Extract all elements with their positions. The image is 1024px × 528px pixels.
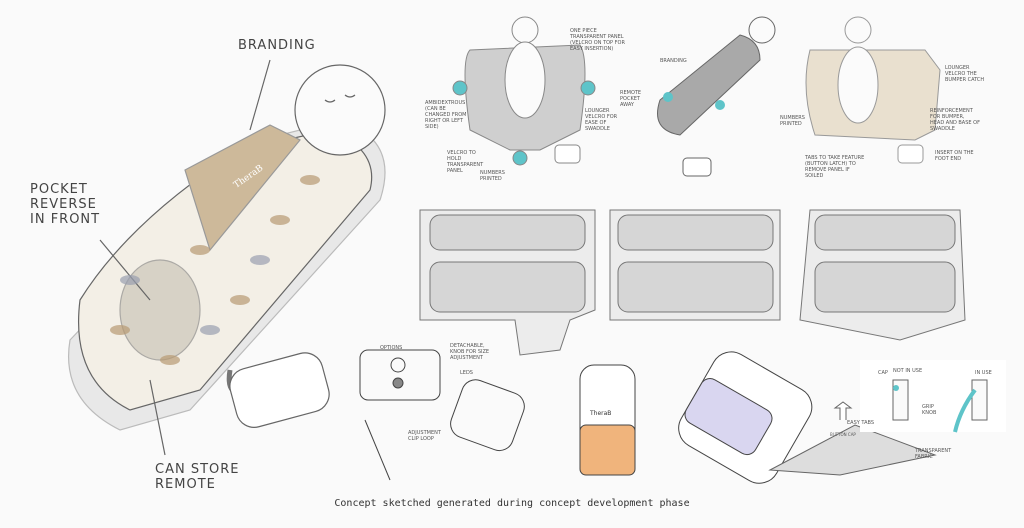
annotation: LEDS — [460, 370, 473, 376]
fabric-pattern — [110, 175, 320, 365]
annotation: LOUNGER VELCRO FOR EASE OF SWADDLE — [585, 108, 618, 132]
mat-diagrams — [419, 209, 966, 356]
pocket-label: POCKET REVERSE IN FRONT — [30, 182, 101, 227]
in-use-label: IN USE — [975, 370, 992, 376]
button-cap-label: BUTTON CAP — [830, 432, 856, 437]
annotation: BRANDING — [660, 58, 687, 64]
swaddle-sketch — [68, 59, 386, 456]
annotation: DETACHABLE, KNOB FOR SIZE ADJUSTMENT — [450, 343, 490, 361]
transparent-fabric-label: TRANSPARENT FABRIC — [915, 448, 952, 460]
swaddle-sketch-gray — [657, 16, 776, 177]
figure-caption: Concept sketched generated during concep… — [334, 498, 690, 509]
grip-knob-label: GRIP KNOB — [922, 404, 937, 416]
remote-sketches — [359, 349, 525, 481]
mat-diagram-2 — [609, 209, 781, 321]
device-sketches — [579, 351, 813, 484]
annotation: VELCRO TO HOLD TRANSPARENT PANEL — [447, 150, 484, 174]
outlet-sketches — [860, 360, 1006, 433]
branding-label: BRANDING — [238, 38, 316, 53]
easy-tabs-label: EASY TABS — [847, 420, 874, 426]
annotation: LOUNGER VELCRO THE BUMPER CATCH — [945, 65, 985, 83]
annotation: AMBIDEXTROUS (CAN BE CHANGED FROM RIGHT … — [425, 100, 467, 130]
mat-diagram-3 — [799, 209, 966, 341]
annotation: ADJUSTMENT CLIP LOOP — [408, 430, 441, 442]
cap-label: CAP — [878, 370, 888, 376]
tab-sketch — [768, 401, 937, 476]
remote-storage-label: CAN STORE REMOTE — [155, 462, 240, 492]
annotation: NUMBERS PRINTED — [480, 170, 505, 182]
annotation: NUMBERS PRINTED — [780, 115, 805, 127]
mat-diagram-1 — [419, 209, 596, 356]
annotation: ONE PIECE TRANSPARENT PANEL (VELCRO ON T… — [570, 28, 625, 52]
device-logo: TheraB — [590, 410, 612, 417]
annotation: TABS TO TAKE FEATURE (BUTTON LATCH) TO R… — [805, 155, 865, 179]
annotation: INSERT ON THE FOOT END — [935, 150, 974, 162]
not-in-use-label: NOT IN USE — [893, 368, 923, 374]
annotation: OPTIONS — [380, 345, 403, 351]
mat-sketch-gray — [452, 16, 596, 166]
annotation: REINFORCEMENT FOR BUMPER, HEAD AND BASE … — [930, 108, 980, 132]
annotation: REMOTE POCKET AWAY — [620, 90, 642, 108]
mat-sketch-beige — [805, 16, 941, 164]
